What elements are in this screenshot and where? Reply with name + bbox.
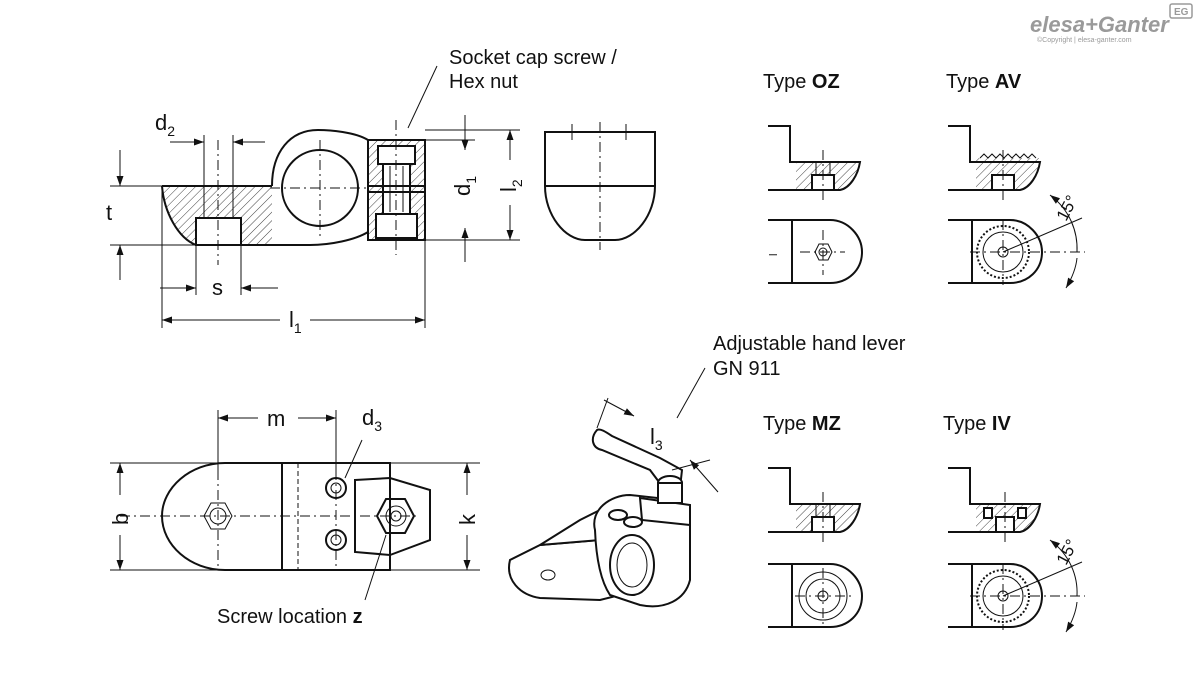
type-iv-code: IV: [992, 413, 1012, 435]
type-mz-label: Type MZ: [763, 413, 841, 435]
front-view: [544, 122, 656, 250]
type-iv-prefix: Type: [943, 413, 986, 435]
svg-text:l: l: [768, 254, 780, 256]
brand-logo: elesa+Ganter EG ©Copyright | elesa-gante…: [1030, 3, 1193, 44]
dim-l3-letter: l: [650, 424, 655, 449]
dim-l1-letter: l: [289, 307, 294, 332]
type-mz-code: MZ: [812, 413, 841, 435]
dim-d2-letter: d: [155, 110, 167, 135]
type-oz-label: Type OZ: [763, 71, 840, 93]
type-mz-detail: [768, 467, 864, 628]
dim-m: m: [267, 406, 285, 431]
angle-av: 15°: [1053, 192, 1082, 224]
dim-d2: d2: [155, 110, 175, 139]
dim-l2-group: l2: [496, 179, 525, 192]
dim-l1: l1: [289, 307, 302, 336]
type-av-code: AV: [995, 71, 1022, 93]
type-iv-label: Type IV: [943, 413, 1011, 435]
top-view-bottom-left: [110, 410, 480, 601]
dim-l2: l2: [496, 179, 525, 192]
dim-d2-sub: 2: [167, 123, 175, 139]
dim-k-group: k: [455, 513, 480, 525]
dim-l3-sub: 3: [655, 437, 663, 453]
type-oz-code: OZ: [812, 71, 840, 93]
brand-copyright: ©Copyright | elesa-ganter.com: [1037, 36, 1132, 44]
lever-callout-line2: GN 911: [713, 358, 780, 380]
dim-l1-sub: 1: [294, 320, 302, 336]
type-av-prefix: Type: [946, 71, 989, 93]
dim-l2-letter: l: [496, 187, 521, 192]
socket-callout-line2: Hex nut: [449, 71, 518, 93]
type-av-label: Type AV: [946, 71, 1022, 93]
dim-l2-sub: 2: [509, 179, 525, 187]
dim-d1-letter: d: [450, 184, 475, 196]
type-oz-detail: l: [768, 125, 864, 284]
dim-s: s: [212, 275, 223, 300]
dim-k: k: [455, 513, 480, 525]
brand-badge: EG: [1174, 7, 1189, 18]
type-mz-prefix: Type: [763, 413, 806, 435]
dim-d3-sub: 3: [374, 418, 382, 434]
type-av-detail: [948, 125, 1085, 289]
angle-av-group: 15°: [1053, 192, 1082, 224]
socket-callout-line1: Socket cap screw /: [449, 47, 617, 69]
side-view-top-left: [110, 65, 520, 328]
angle-iv-group: 15°: [1053, 536, 1082, 568]
dim-d1-group: d1: [450, 176, 479, 196]
isometric-view: [508, 367, 719, 608]
dim-d3-letter: d: [362, 405, 374, 430]
dim-b: b: [108, 513, 133, 525]
dim-t: t: [106, 200, 112, 225]
angle-iv: 15°: [1053, 536, 1082, 568]
dim-l3: l3: [650, 424, 663, 453]
type-oz-prefix: Type: [763, 71, 806, 93]
brand-name: elesa+Ganter: [1030, 12, 1170, 37]
dim-b-group: b: [108, 513, 133, 525]
type-iv-detail: [948, 467, 1085, 633]
dim-d1-sub: 1: [463, 176, 479, 184]
screw-location-text: Screw location: [217, 606, 347, 628]
screw-location-z: z: [353, 606, 363, 628]
lever-callout-line1: Adjustable hand lever: [713, 333, 906, 355]
dim-d1: d1: [450, 176, 479, 196]
screw-location-label: Screw location z: [217, 606, 363, 628]
dim-d3: d3: [362, 405, 382, 434]
